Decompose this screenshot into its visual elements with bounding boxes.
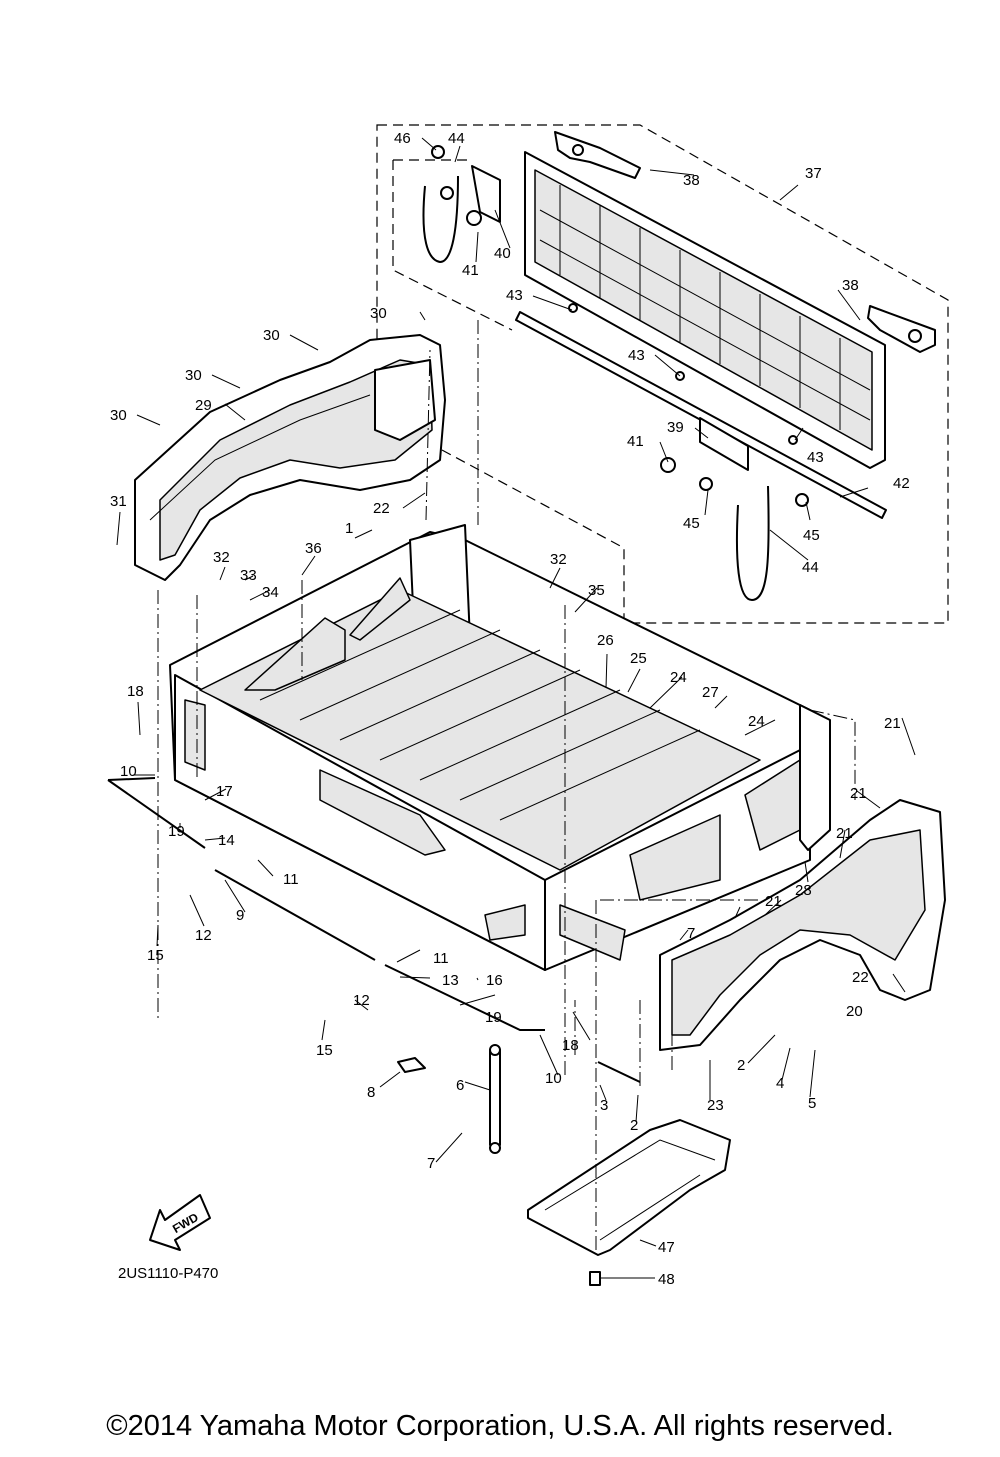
callout-24: 24 [748,713,765,730]
strut-end-bottom [489,1142,501,1154]
copyright-notice: ©2014 Yamaha Motor Corporation, U.S.A. A… [106,1410,894,1442]
callout-21: 21 [836,825,853,842]
callout-10: 10 [545,1070,562,1087]
callout-31: 31 [110,493,127,510]
lock-rod-left [107,777,206,849]
callout-26: 26 [597,632,614,649]
callout-20: 20 [846,1003,863,1020]
callout-3: 3 [600,1097,608,1114]
callout-43: 43 [506,287,523,304]
callout-34: 34 [262,584,279,601]
drawing-code: 2US1110-P470 [118,1265,219,1282]
callout-1: 1 [345,520,353,537]
tailgate-panel [524,151,886,469]
skid-plate [527,1119,731,1256]
tailgate-bolts [431,145,809,507]
callout-33: 33 [240,567,257,584]
callout-21: 21 [765,893,782,910]
callout-8: 8 [367,1084,375,1101]
callout-13: 13 [442,972,459,989]
alignment-lines [157,320,856,1250]
callout-21: 21 [884,715,901,732]
callout-35: 35 [588,582,605,599]
callout-38: 38 [842,277,859,294]
callout-42: 42 [893,475,910,492]
gas-strut [489,1049,501,1146]
rubber-pad [397,1057,426,1073]
callout-46: 46 [394,130,411,147]
callout-30: 30 [110,407,127,424]
callout-29: 29 [195,397,212,414]
callout-9: 9 [236,907,244,924]
callout-10: 10 [120,763,137,780]
pivot-bolt [597,1061,641,1083]
callout-48: 48 [658,1271,675,1288]
callout-38: 38 [683,172,700,189]
tailgate-cable-group-outline [392,159,513,331]
callout-47: 47 [658,1239,675,1256]
callout-14: 14 [218,832,235,849]
callout-7: 7 [687,925,695,942]
callout-2: 2 [737,1057,745,1074]
callout-32: 32 [213,549,230,566]
callout-18: 18 [562,1037,579,1054]
cable-rod-9 [214,869,376,961]
callout-41: 41 [627,433,644,450]
lock-rod-right [384,964,545,1031]
callout-22: 22 [373,500,390,517]
callout-15: 15 [147,947,164,964]
callout-44: 44 [802,559,819,576]
callout-30: 30 [263,327,280,344]
callout-45: 45 [803,527,820,544]
callout-28: 28 [795,882,812,899]
right-side-panel [659,704,946,1051]
callout-6: 6 [456,1077,464,1094]
tailgate-cable-lower [735,485,770,602]
callout-4: 4 [776,1075,784,1092]
tailgate-latch-left [554,131,641,179]
callout-36: 36 [305,540,322,557]
tailgate-latch-right [867,305,936,353]
callout-25: 25 [630,650,647,667]
callout-43: 43 [628,347,645,364]
callout-40: 40 [494,245,511,262]
callout-23: 23 [707,1097,724,1114]
tailgate-cable-upper [422,175,459,264]
callout-18: 18 [127,683,144,700]
callout-39: 39 [667,419,684,436]
callout-12: 12 [195,927,212,944]
callout-22: 22 [852,969,869,986]
cable-bracket-lower [699,417,749,471]
callout-19: 19 [485,1009,502,1026]
callout-27: 27 [702,684,719,701]
callout-30: 30 [370,305,387,322]
cargo-bed [169,524,811,971]
callout-12: 12 [353,992,370,1009]
callout-19: 19 [168,823,185,840]
callout-21: 21 [850,785,867,802]
callout-44: 44 [448,130,465,147]
plate-bolt [589,1271,601,1286]
callout-32: 32 [550,551,567,568]
callout-43: 43 [807,449,824,466]
callout-45: 45 [683,515,700,532]
callout-16: 16 [486,972,503,989]
callout-30: 30 [185,367,202,384]
leader-lines [116,137,916,1279]
callout-17: 17 [216,783,233,800]
strut-end-top [489,1044,501,1056]
callout-11: 11 [433,950,449,967]
callout-5: 5 [808,1095,816,1112]
left-side-panel [134,334,446,581]
tailgate-rod [515,311,887,519]
callout-2: 2 [630,1117,638,1134]
callout-41: 41 [462,262,479,279]
callout-11: 11 [283,871,299,888]
callout-7: 7 [427,1155,435,1172]
fwd-arrow: FWD [149,1194,211,1251]
callout-37: 37 [805,165,822,182]
callout-15: 15 [316,1042,333,1059]
callout-24: 24 [670,669,687,686]
